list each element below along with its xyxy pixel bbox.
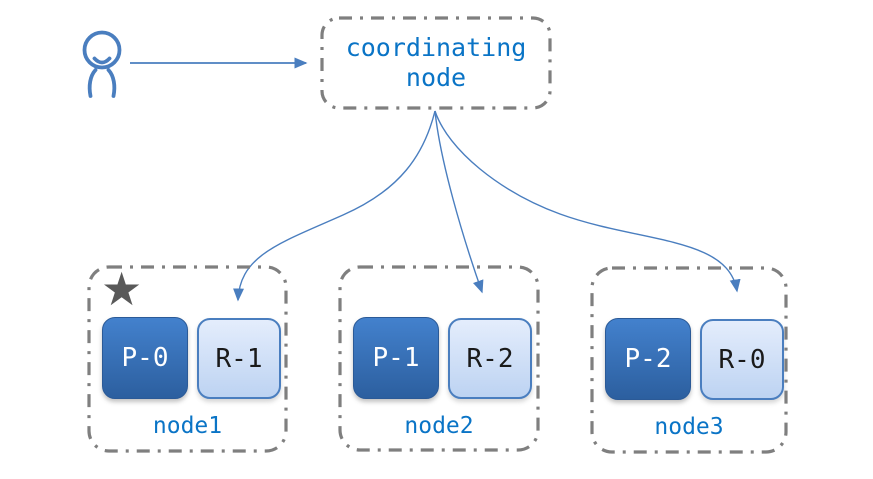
user-body-left bbox=[87, 68, 98, 98]
user-head bbox=[82, 30, 122, 70]
node-node2: P-1 R-2 node2 bbox=[338, 265, 540, 452]
node3-label: node3 bbox=[654, 414, 724, 440]
primary-shard-P-1: P-1 bbox=[353, 317, 439, 399]
user-icon bbox=[82, 30, 122, 98]
node1-border bbox=[87, 265, 288, 453]
node-node3: P-2 R-0 node3 bbox=[590, 266, 788, 454]
master-star-icon: ★ bbox=[101, 262, 143, 316]
primary-shard-P-2: P-2 bbox=[605, 318, 691, 400]
user-smile bbox=[92, 56, 112, 65]
coordinating-node: coordinating node bbox=[320, 16, 552, 110]
node2-border bbox=[338, 265, 540, 452]
coordinating-to-node2-arrow bbox=[434, 110, 484, 294]
coordinating-to-node1-arrow bbox=[233, 110, 436, 302]
coordinating-node-border bbox=[320, 16, 552, 110]
replica-shard-R-1: R-1 bbox=[197, 318, 281, 399]
node2-label: node2 bbox=[404, 413, 474, 439]
replica-shard-R-0: R-0 bbox=[700, 319, 784, 400]
node3-border bbox=[590, 266, 788, 454]
replica-shard-R-2: R-2 bbox=[448, 318, 532, 399]
user-body-right bbox=[106, 68, 117, 98]
node-node1: ★ P-0 R-1 node1 bbox=[87, 262, 288, 453]
coordinating-to-node3-arrow bbox=[434, 110, 741, 293]
primary-shard-P-0: P-0 bbox=[102, 317, 188, 399]
coordinating-node-label: coordinating node bbox=[345, 33, 527, 92]
node1-label: node1 bbox=[152, 413, 223, 439]
